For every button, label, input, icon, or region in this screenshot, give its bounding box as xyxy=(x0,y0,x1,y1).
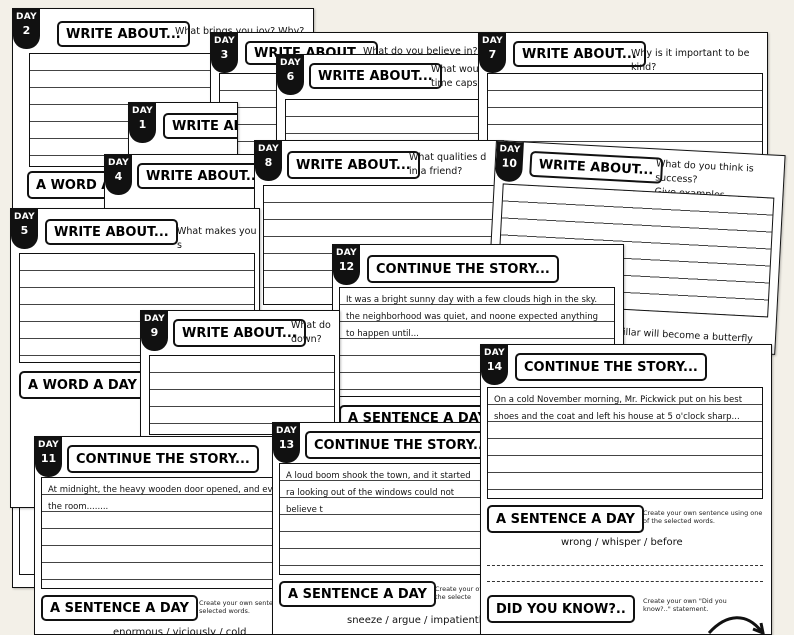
sentence-instruction: Create your own sente of the selected wo… xyxy=(199,599,294,615)
word-choices: sneeze / argue / impatiently xyxy=(347,615,488,626)
story-text: On a cold November morning, Mr. Pickwick… xyxy=(494,395,743,422)
word-choices: wrong / whisper / before xyxy=(561,537,683,548)
sentence-a-day-title: A SENTENCE A DAY xyxy=(279,581,436,607)
story-text: At midnight, the heavy wooden door opene… xyxy=(48,485,287,512)
continue-story-title: CONTINUE THE STORY... xyxy=(305,431,491,459)
a-word-a-day-title: A WORD A DAY xyxy=(19,371,146,399)
write-about-title: WRITE ABOUT... xyxy=(163,113,237,139)
write-about-title: WRITE ABOUT... xyxy=(137,163,263,189)
prompt-text: What makes you s xyxy=(177,226,257,251)
answer-line xyxy=(487,581,763,582)
write-about-title: WRITE ABOUT... xyxy=(173,319,306,347)
prompt-text: What do you believe in? Why? xyxy=(363,46,507,57)
sentence-a-day-title: A SENTENCE A DAY xyxy=(41,595,198,621)
write-about-title: WRITE ABOUT... xyxy=(45,219,178,245)
continue-story-title: CONTINUE THE STORY... xyxy=(367,255,559,283)
did-you-know-title: DID YOU KNOW?.. xyxy=(487,595,635,623)
write-about-title: WRITE ABOUT... xyxy=(57,21,190,47)
story-lines: A loud boom shook the town, and it start… xyxy=(279,463,489,575)
continue-story-title: CONTINUE THE STORY... xyxy=(67,445,259,473)
swirl-arrow-icon xyxy=(707,616,765,634)
answer-line xyxy=(487,565,763,566)
writing-lines xyxy=(19,253,255,363)
story-text: It was a bright sunny day with a few clo… xyxy=(346,295,598,339)
story-text: A loud boom shook the town, and it start… xyxy=(286,471,471,515)
sentence-instruction: Create your own sentence using one of th… xyxy=(643,509,763,525)
prompt-text: What brings you joy? Why? xyxy=(175,26,304,37)
sentence-a-day-title: A SENTENCE A DAY xyxy=(487,505,644,533)
prompt-text: Why is it important to be kind? xyxy=(631,48,750,73)
write-about-title: WRITE ABOUT... xyxy=(309,63,442,89)
word-choices: enormous / viciously / cold xyxy=(113,627,247,635)
write-about-title: WRITE ABOUT... xyxy=(513,41,646,67)
did-you-know-instruction: Create your own "Did you know?.." statem… xyxy=(643,597,727,613)
continue-story-title: CONTINUE THE STORY... xyxy=(515,353,707,381)
writing-lines xyxy=(149,355,335,435)
story-lines: At midnight, the heavy wooden door opene… xyxy=(41,477,305,589)
story-lines: On a cold November morning, Mr. Pickwick… xyxy=(487,387,763,499)
sentence-instruction: Create your of the selecte xyxy=(435,585,482,601)
write-about-title: WRITE ABOUT... xyxy=(529,150,664,184)
write-about-title: WRITE ABOUT... xyxy=(287,151,420,179)
